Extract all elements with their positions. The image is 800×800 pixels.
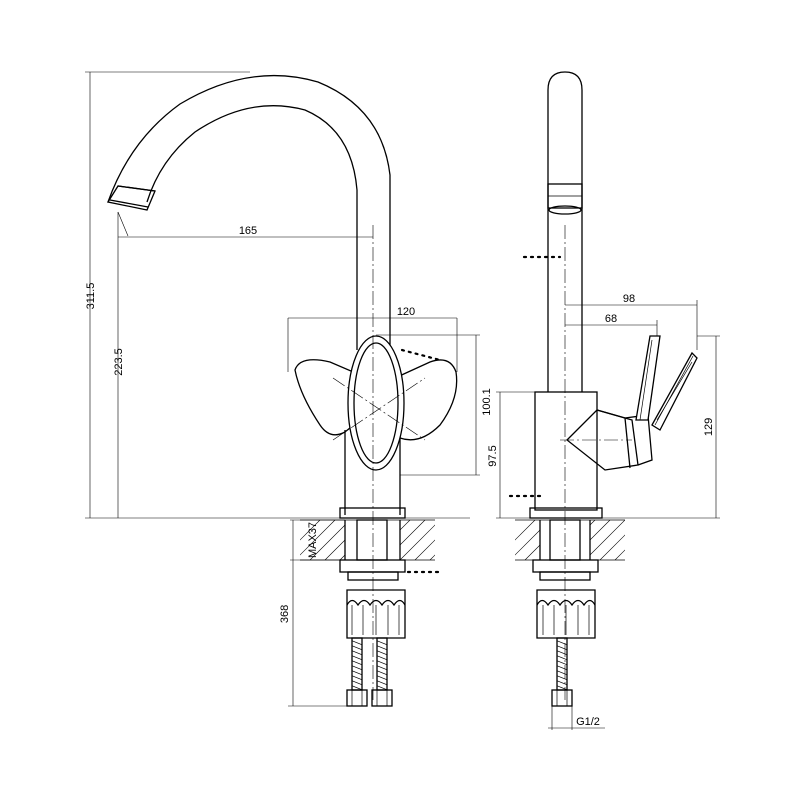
- dim-total-height: 311.5: [85, 283, 97, 310]
- side-dimensions: [496, 300, 720, 730]
- side-body: [508, 391, 603, 519]
- dim-spout-reach: 165: [239, 225, 257, 237]
- front-spout: [106, 74, 391, 350]
- dim-body-height: 100.1: [481, 388, 493, 416]
- dim-spout-height: 223.5: [113, 348, 125, 376]
- front-hoses: [346, 637, 393, 707]
- dim-max-counter-thickness: MAX37: [307, 522, 319, 558]
- front-dimensions: [85, 71, 480, 707]
- side-view: 97.5 98 68 129 G1/2: [487, 71, 720, 730]
- dim-side-body-height: 97.5: [487, 445, 499, 466]
- side-spout: [522, 71, 583, 392]
- side-mounting-nut: [532, 559, 599, 639]
- front-lever-handle: [294, 335, 458, 471]
- dim-lever-width: 120: [397, 306, 415, 318]
- dim-thread-size: G1/2: [576, 716, 600, 728]
- dim-lever-reach-outer: 98: [623, 293, 635, 305]
- dim-lever-height: 129: [703, 418, 715, 436]
- side-hose: [551, 637, 573, 707]
- side-counter: [515, 519, 625, 561]
- dim-lever-reach-inner: 68: [605, 313, 617, 325]
- front-view: 311.5 223.5 165 120 100.1 MAX37 368: [85, 71, 493, 707]
- side-lever-handle: [566, 335, 698, 471]
- dim-hose-length: 368: [279, 605, 291, 623]
- front-mounting-nut: [339, 559, 444, 639]
